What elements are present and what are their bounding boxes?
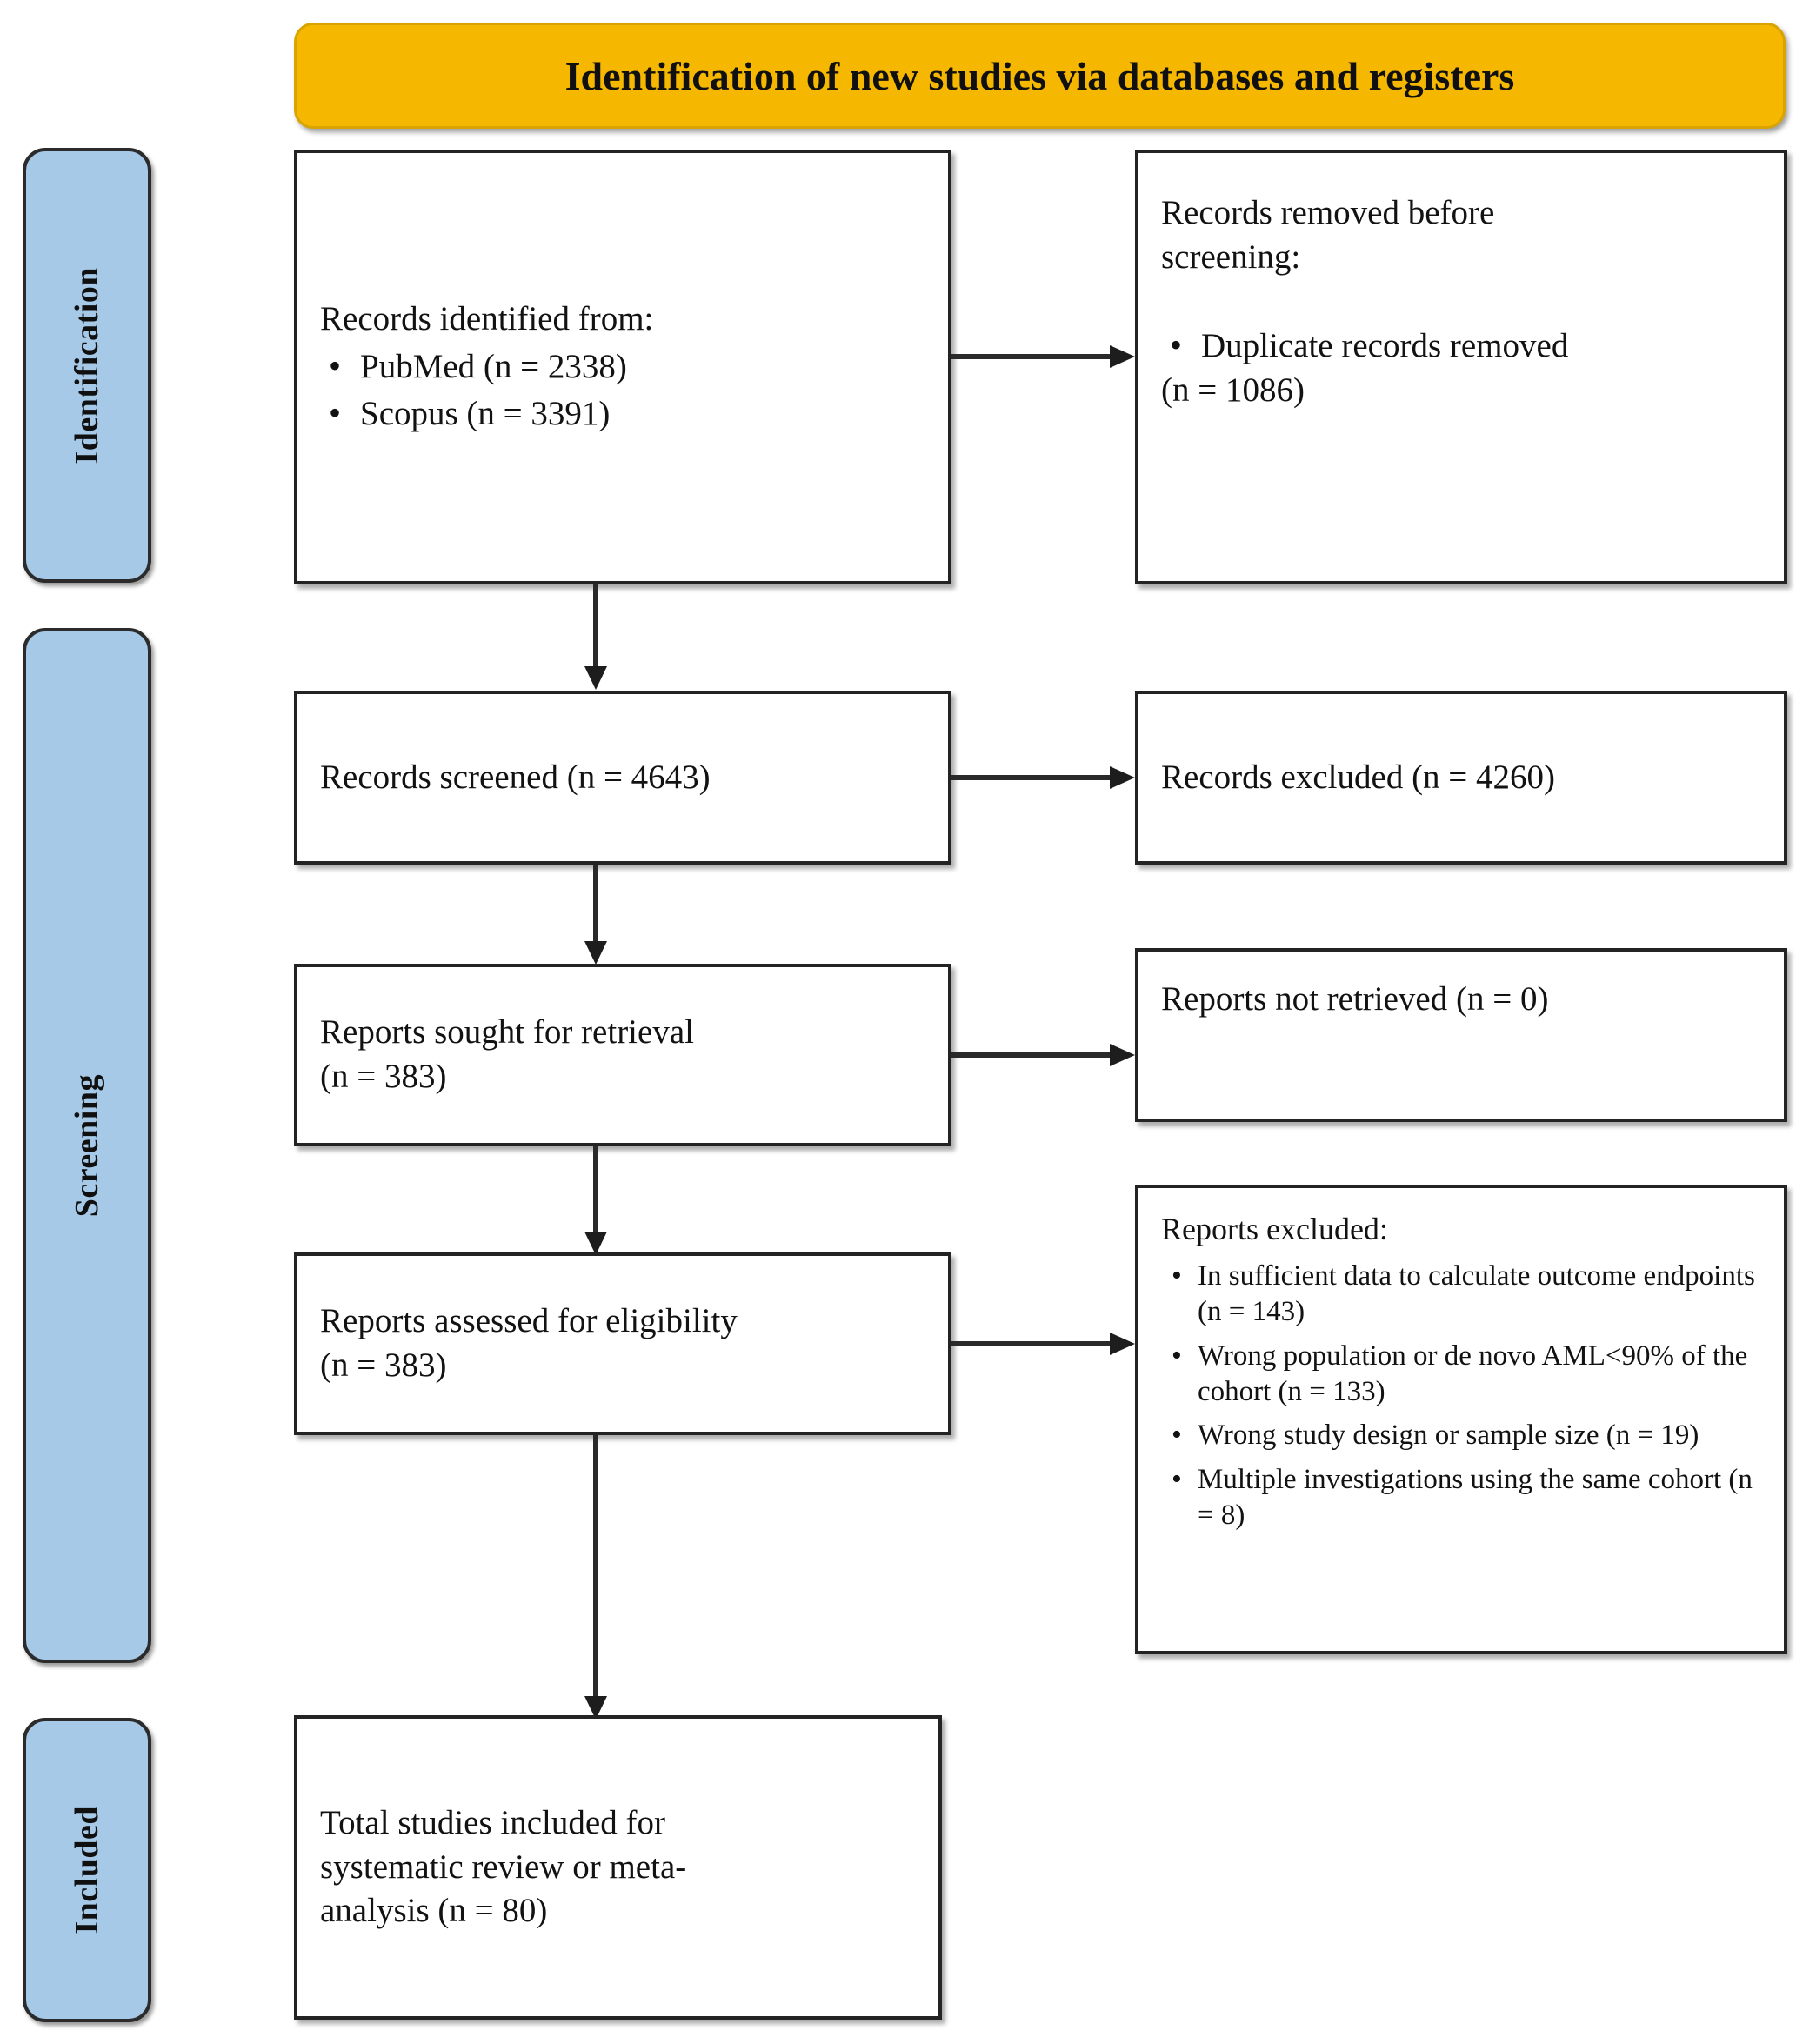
- reports-excluded-reason-list: In sufficient data to calculate outcome …: [1161, 1250, 1761, 1533]
- arrow-identified-to-screened: [583, 584, 609, 692]
- total-included-line3: analysis (n = 80): [320, 1892, 548, 1930]
- records-removed-count: (n = 1086): [1161, 371, 1305, 410]
- box-total-included: Total studies included for systematic re…: [294, 1715, 942, 2020]
- reports-excluded-heading: Reports excluded:: [1161, 1212, 1388, 1246]
- stage-label-identification: Identification: [23, 148, 151, 583]
- records-identified-heading: Records identified from:: [320, 299, 654, 337]
- records-removed-heading-line1: Records removed before: [1161, 194, 1495, 231]
- records-removed-heading-line2: screening:: [1161, 237, 1301, 276]
- records-identified-sources: PubMed (n = 2338) Scopus (n = 3391): [320, 342, 925, 437]
- arrow-screened-to-excluded: [951, 765, 1138, 791]
- box-reports-assessed: Reports assessed for eligibility (n = 38…: [294, 1252, 951, 1435]
- list-item: Wrong population or de novo AML<90% of t…: [1161, 1337, 1761, 1410]
- arrow-assessed-to-total: [583, 1435, 609, 1722]
- records-excluded-text: Records excluded (n = 4260): [1161, 758, 1556, 796]
- list-item: Multiple investigations using the same c…: [1161, 1460, 1761, 1533]
- box-records-excluded: Records excluded (n = 4260): [1135, 691, 1787, 865]
- reports-sought-line1: Reports sought for retrieval: [320, 1013, 694, 1052]
- arrow-identified-to-removed: [951, 344, 1138, 370]
- arrow-sought-to-assessed: [583, 1146, 609, 1258]
- box-records-identified: Records identified from: PubMed (n = 233…: [294, 150, 951, 584]
- list-item: Duplicate records removed: [1161, 323, 1761, 369]
- reports-not-retrieved-text: Reports not retrieved (n = 0): [1161, 980, 1549, 1018]
- stage-label-screening-text: Screening: [69, 1073, 105, 1218]
- list-item: Scopus (n = 3391): [320, 391, 925, 437]
- records-screened-text: Records screened (n = 4643): [320, 758, 711, 796]
- arrow-sought-to-not-retrieved: [951, 1042, 1138, 1068]
- box-records-removed: Records removed before screening: Duplic…: [1135, 150, 1787, 584]
- banner-title: Identification of new studies via databa…: [564, 53, 1515, 98]
- arrow-screened-to-sought: [583, 865, 609, 967]
- reports-sought-line2: (n = 383): [320, 1058, 447, 1095]
- list-item: In sufficient data to calculate outcome …: [1161, 1257, 1761, 1330]
- box-records-screened: Records screened (n = 4643): [294, 691, 951, 865]
- stage-label-included-text: Included: [69, 1806, 105, 1934]
- stage-label-screening: Screening: [23, 628, 151, 1663]
- diagram-banner: Identification of new studies via databa…: [294, 23, 1786, 129]
- stage-label-included: Included: [23, 1718, 151, 2022]
- list-item: Wrong study design or sample size (n = 1…: [1161, 1416, 1761, 1454]
- box-reports-not-retrieved: Reports not retrieved (n = 0): [1135, 948, 1787, 1122]
- box-reports-sought: Reports sought for retrieval (n = 383): [294, 964, 951, 1146]
- reports-assessed-line1: Reports assessed for eligibility: [320, 1302, 738, 1340]
- total-included-line1: Total studies included for: [320, 1803, 665, 1841]
- total-included-line2: systematic review or meta-: [320, 1847, 687, 1886]
- list-item: PubMed (n = 2338): [320, 344, 925, 390]
- reports-assessed-line2: (n = 383): [320, 1346, 447, 1384]
- box-reports-excluded-reasons: Reports excluded: In sufficient data to …: [1135, 1185, 1787, 1654]
- stage-label-identification-text: Identification: [69, 266, 105, 464]
- records-removed-items: Duplicate records removed: [1161, 323, 1761, 369]
- arrow-assessed-to-reports-excluded: [951, 1331, 1138, 1357]
